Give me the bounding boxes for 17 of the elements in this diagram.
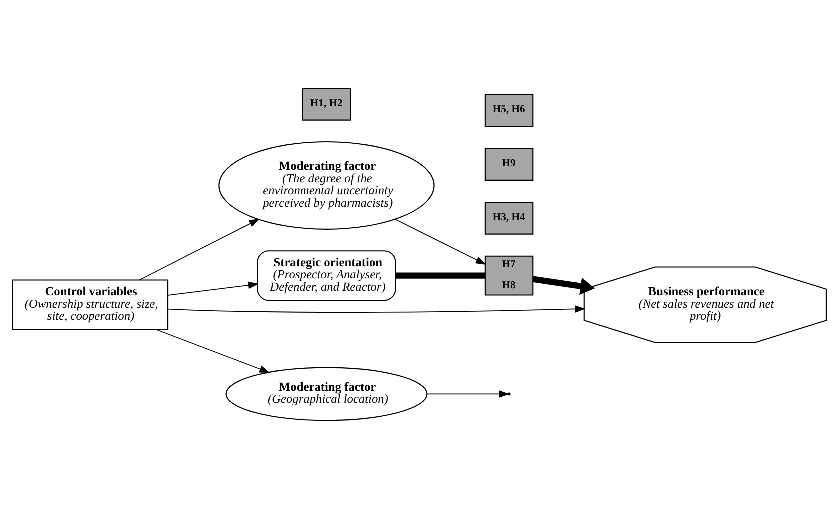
node-ellipse: Moderating factor (Geographical location) — [226, 366, 428, 421]
node-box: H7 H8 — [484, 255, 534, 296]
arrow — [168, 305, 586, 312]
node-box: H5, H6 — [484, 94, 534, 127]
connector — [396, 272, 486, 278]
node-box: H3, H4 — [484, 201, 534, 234]
arrow — [427, 390, 510, 398]
node-box: Control variables (Ownership structure, size, site, cooperation) — [12, 279, 169, 330]
arrow — [395, 218, 487, 264]
arrow — [532, 276, 595, 295]
node-box: H9 — [484, 148, 534, 180]
arrow — [139, 218, 260, 280]
arrow — [168, 281, 260, 296]
arrow — [156, 328, 270, 373]
node-box: Strategic orientation (Prospector, Analyser, Defender, and Reactor) — [257, 250, 396, 301]
node-ellipse: Moderating factor (The degree of the environmental uncertainty perceived by pharmacists) — [218, 140, 435, 230]
node-box: H1, H2 — [302, 88, 352, 120]
